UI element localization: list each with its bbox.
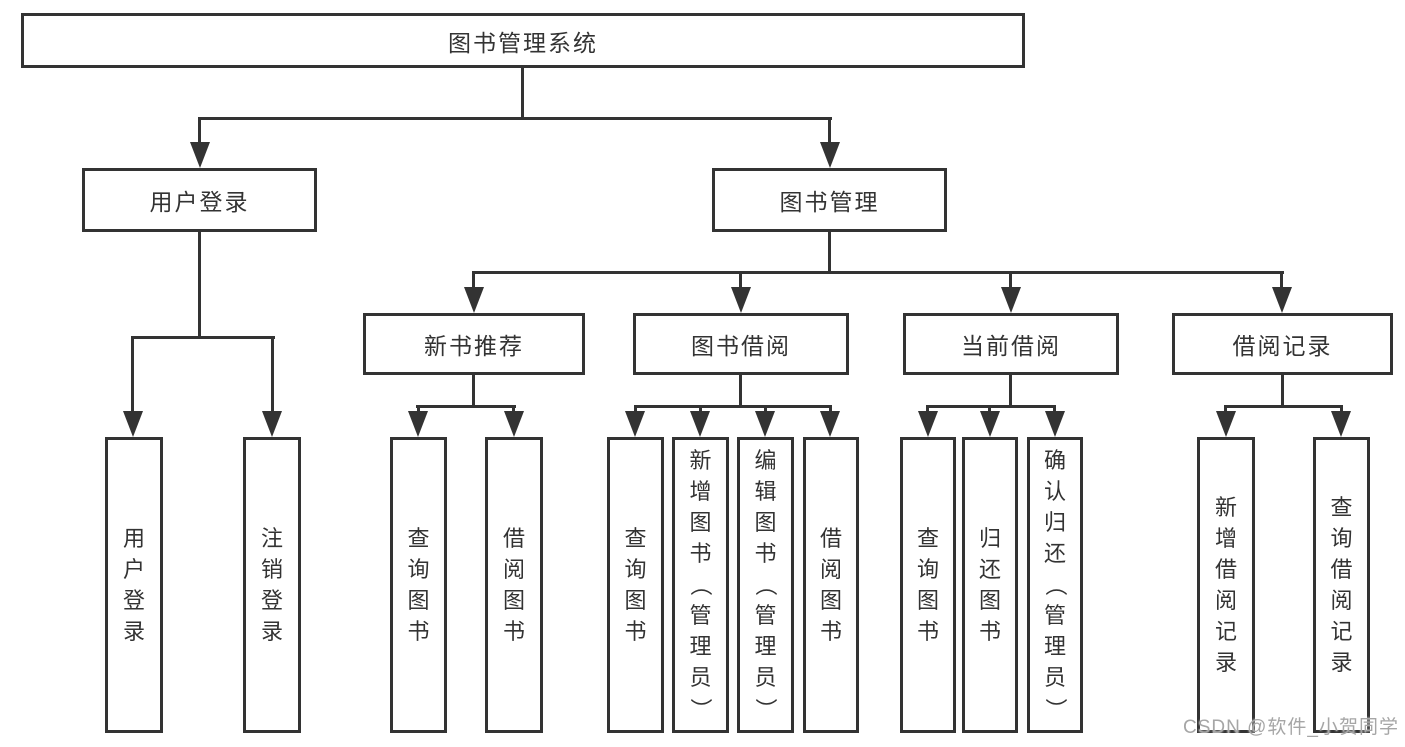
leaf-records-add: 新增借阅记录 [1197,437,1255,733]
arrowhead [980,411,1000,437]
connector-newbook-hbar [416,405,516,408]
arrowhead [190,142,210,168]
connector-leaf-shaft [1224,405,1227,415]
connector-records-stem [1281,375,1284,408]
leaf-current-return: 归还图书 [962,437,1018,733]
connector-borrow-stem [739,375,742,408]
connector-leaf-shaft [829,405,832,415]
leaf-records-query: 查询借阅记录 [1313,437,1370,733]
arrowhead [504,411,524,437]
leaf-user-login: 用户登录 [105,437,163,733]
arrowhead [690,411,710,437]
arrowhead [1045,411,1065,437]
arrowhead [1001,287,1021,313]
connector-login-drop [198,117,201,147]
connector-leaf-shaft [699,405,702,415]
connector-current-hbar [926,405,1056,408]
connector-leaf-shaft [417,405,420,415]
arrowhead [731,287,751,313]
arrowhead [820,142,840,168]
arrowhead [625,411,645,437]
node-root-label: 图书管理系统 [448,29,598,56]
arrowhead [408,411,428,437]
arrowhead [820,411,840,437]
leaf-borrow-borrow: 借阅图书 [803,437,859,733]
connector-root-hbar [198,117,832,120]
node-new-book-recommend: 新书推荐 [363,313,585,375]
node-borrow-records: 借阅记录 [1172,313,1393,375]
node-book-mgmt-label: 图书管理 [779,189,880,215]
node-root: 图书管理系统 [21,13,1025,68]
connector-leaf-shaft [634,405,637,415]
node-new-book-recommend-label: 新书推荐 [424,333,524,359]
node-book-borrow: 图书借阅 [633,313,849,375]
connector-current-stem [1009,375,1012,408]
connector-mgmt-drop [828,117,831,147]
arrowhead [1272,287,1292,313]
connector-mgmt-hbar [472,271,1284,274]
connector-leaf-shaft [764,405,767,415]
connector-leaf-shaft [1009,271,1012,291]
connector-login-hbar [131,336,275,339]
connector-login-stem [198,232,201,339]
node-book-mgmt: 图书管理 [712,168,947,232]
arrowhead [918,411,938,437]
connector-borrow-hbar [634,405,832,408]
leaf-current-confirm-admin: 确认归还（管理员） [1027,437,1083,733]
leaf-newbook-query: 查询图书 [390,437,447,733]
arrowhead [262,411,282,437]
leaf-newbook-borrow: 借阅图书 [485,437,543,733]
leaf-current-query: 查询图书 [900,437,956,733]
arrowhead [755,411,775,437]
connector-leaf-shaft [1280,271,1283,291]
node-current-borrow: 当前借阅 [903,313,1119,375]
connector-leaf-shaft [988,405,991,415]
node-user-login: 用户登录 [82,168,317,232]
node-borrow-records-label: 借阅记录 [1232,333,1333,359]
csdn-watermark: CSDN @软件_小贺同学 [1183,717,1399,738]
connector-leaf-shaft [1053,405,1056,415]
connector-leaf-shaft [472,271,475,291]
node-book-borrow-label: 图书借阅 [691,333,791,359]
arrowhead [1216,411,1236,437]
node-current-borrow-label: 当前借阅 [961,333,1061,359]
connector-leaf-shaft [926,405,929,415]
connector-root-stem [521,68,524,120]
arrowhead [123,411,143,437]
leaf-logout: 注销登录 [243,437,301,733]
leaf-borrow-edit-admin: 编辑图书（管理员） [737,437,794,733]
connector-leaf-shaft [512,405,515,415]
connector-leaf-shaft [131,336,134,415]
connector-leaf-shaft [739,271,742,291]
arrowhead [1331,411,1351,437]
connector-newbook-stem [472,375,475,408]
leaf-borrow-add-admin: 新增图书（管理员） [672,437,729,733]
connector-leaf-shaft [271,336,274,415]
arrowhead [464,287,484,313]
connector-leaf-shaft [1340,405,1343,415]
node-user-login-label: 用户登录 [149,189,250,215]
leaf-borrow-query: 查询图书 [607,437,664,733]
connector-mgmt-stem [828,232,831,274]
connector-records-hbar [1224,405,1343,408]
